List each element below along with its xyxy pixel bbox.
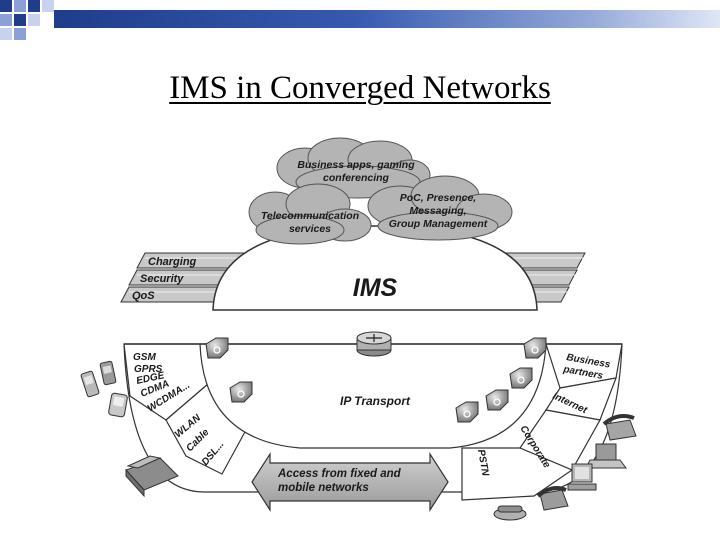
layer-label-qos: QoS	[132, 290, 155, 302]
cloud-poc-line3: Group Management	[389, 218, 488, 230]
ims-dome	[212, 225, 538, 311]
access-label-gprs: GPRS	[134, 364, 163, 375]
header-bar	[54, 10, 720, 28]
desk-phone-icon	[536, 486, 569, 511]
ip-transport-label: IP Transport	[340, 394, 411, 408]
desktop-computer-icon	[567, 463, 597, 491]
decorative-squares	[0, 0, 60, 46]
router-icon	[356, 331, 392, 357]
cloud-poc-line1: PoC, Presence,	[400, 192, 477, 204]
mobile-phone-icon	[108, 392, 128, 418]
layer-label-charging: Charging	[148, 256, 197, 268]
cloud-telecom	[248, 183, 372, 245]
desk-phone-icon	[602, 414, 637, 441]
cloud-telecom-line2: services	[289, 223, 331, 235]
gateway-icon	[523, 337, 547, 359]
segment-box-pstn	[461, 447, 574, 501]
gateway-icon	[205, 337, 229, 359]
access-label-gsm: GSM	[133, 352, 156, 363]
cloud-poc	[367, 175, 513, 241]
cloud-telecom-line1: Telecommunication	[261, 210, 359, 222]
cloud-poc-line2: Messaging,	[409, 205, 466, 217]
layer-label-security: Security	[140, 273, 184, 285]
access-arrow-line1: Access from fixed and	[277, 468, 402, 480]
laptop-icon	[125, 455, 179, 498]
mobile-phone-icon	[99, 360, 117, 386]
gateway-icon	[485, 389, 509, 411]
gateway-icon	[509, 367, 533, 389]
gateway-icon	[229, 381, 253, 403]
ims-label: IMS	[353, 274, 398, 302]
access-label-pstn: PSTN	[475, 449, 491, 478]
cloud-business-apps-line1: Business apps, gaming	[297, 159, 415, 171]
slide-title: IMS in Converged Networks	[169, 70, 551, 106]
cloud-business-apps-line2: conferencing	[323, 172, 390, 184]
gateway-icon	[455, 401, 479, 423]
access-arrow-line2: mobile networks	[278, 482, 369, 494]
mobile-phone-icon	[80, 370, 100, 398]
laptop-icon	[585, 443, 627, 469]
access-arrow	[251, 451, 449, 513]
desk-phone-icon	[493, 505, 527, 521]
